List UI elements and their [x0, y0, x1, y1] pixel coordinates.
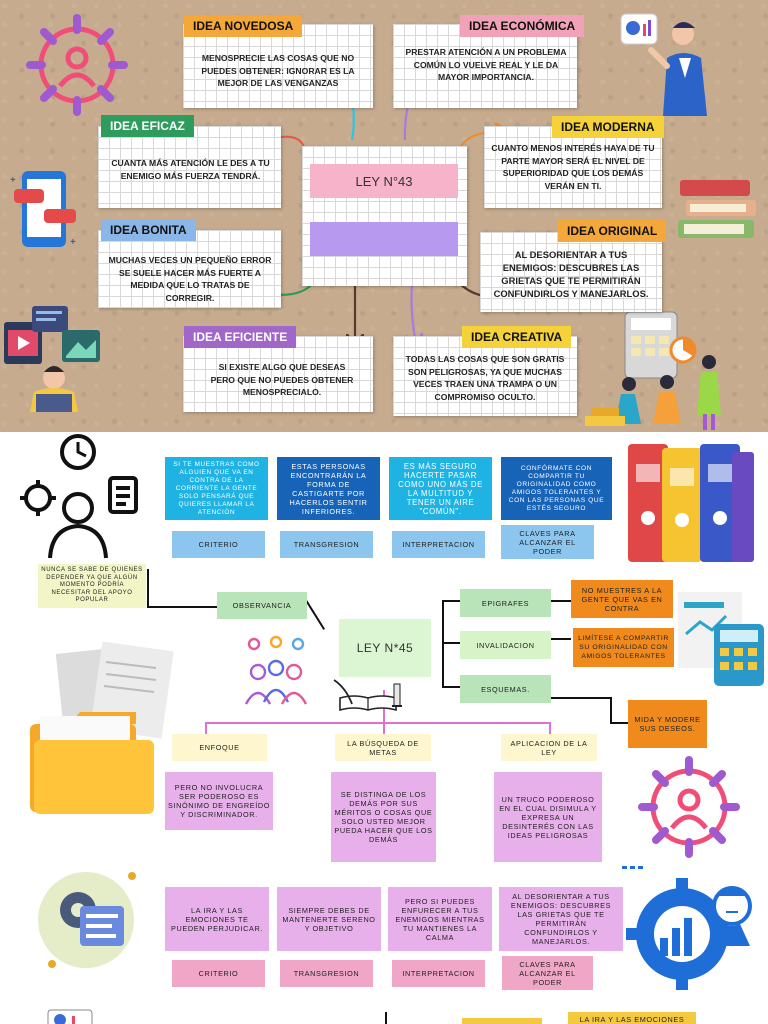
ley43-arrows	[0, 0, 768, 432]
gear-checklist-icon	[38, 872, 136, 968]
video-monitor-icon	[4, 306, 100, 412]
ley45-epigrafes-text: NO MUESTRES A LA GENTE QUE VAS EN CONTRA	[571, 580, 673, 618]
ley45-label-criterio: CRITERIO	[172, 531, 265, 558]
tag-moderna: IDEA MODERNA	[552, 116, 664, 138]
bottom-box-2: SIEMPRE DEBES DE MANTENERTE SERENO Y OBJ…	[277, 887, 381, 951]
ley43-mindmap: + +	[0, 0, 768, 432]
tag-eficaz: IDEA EFICAZ	[101, 115, 194, 137]
ley45-esquemas: ESQUEMAS.	[460, 675, 551, 703]
ley45-invalidacion: INVALIDACION	[460, 631, 551, 659]
binders-icon	[628, 444, 754, 562]
ley45-center-title: LEY N*45	[339, 619, 431, 677]
text-bonita: MUCHAS VECES UN PEQUEÑO ERROR SE SUELE H…	[108, 255, 272, 303]
text-eficaz: CUANTA MÁS ATENCIÓN LE DES A TU ENEMIGO …	[111, 158, 270, 181]
gear-team-icon	[20, 434, 138, 559]
connector	[205, 722, 550, 724]
ley45-label-claves: CLAVES PARA ALCANZAR EL PODER	[501, 525, 594, 559]
bottom-box-3: PERO SI PUEDES ENFURECER A TUS ENEMIGOS …	[388, 887, 492, 951]
card-creativa	[393, 336, 577, 416]
ley45-busqueda-text: SE DISTINGA DE LOS DEMÁS POR SUS MÉRITOS…	[331, 772, 436, 862]
card-moderna	[484, 126, 662, 208]
connector	[551, 697, 611, 699]
tag-original: IDEA ORIGINAL	[558, 220, 667, 242]
connector	[147, 569, 149, 607]
folder-icon	[30, 712, 154, 814]
tag-creativa: IDEA CREATIVA	[462, 326, 572, 348]
books-stack-icon	[678, 180, 756, 238]
calculator-icon	[678, 592, 764, 686]
ley45-epigrafes: EPIGRAFES	[460, 589, 551, 617]
bottom-cut-box-left	[462, 1018, 542, 1024]
tag-novedosa: IDEA NOVEDOSA	[184, 15, 303, 37]
gear-user-icon	[638, 756, 740, 858]
chart-card-icon	[47, 1009, 93, 1024]
ley45-note: NUNCA SE SABE DE QUIENES DEPENDER YA QUE…	[38, 564, 146, 608]
connector	[147, 606, 217, 608]
ley45-enfoque: ENFOQUE	[172, 734, 267, 761]
connector	[551, 600, 571, 602]
ley45-mindmap: SI TE MUESTRAS COMO ALGUIEN QUE VA EN CO…	[0, 432, 768, 1024]
ley45-label-interpretacion: INTERPRETACION	[392, 531, 485, 558]
card-eficaz	[98, 126, 281, 208]
text-eficiente: SI EXISTE ALGO QUE DESEAS PERO QUE NO PU…	[210, 362, 354, 397]
ley45-busqueda: LA BÚSQUEDA DE METAS	[335, 734, 431, 761]
connector	[383, 690, 385, 734]
connector	[442, 686, 460, 688]
card-eficiente	[183, 336, 373, 412]
smartphone-chat-icon: + +	[10, 171, 76, 248]
connector	[610, 697, 612, 723]
ley45-esquemas-text: MIDA Y MODERE SUS DESEOS.	[628, 700, 707, 748]
bottom-cut-box: LA IRA Y LAS EMOCIONES	[568, 1012, 696, 1024]
bottom-label-criterio: CRITERIO	[172, 960, 265, 987]
ley45-top-box-4: CONFÓRMATE CON COMPARTIR TU ORIGINALIDAD…	[501, 457, 612, 520]
ley43-center-blank	[310, 222, 458, 256]
bottom-box-1: LA IRA Y LAS EMOCIONES TE PUEDEN PERJUDI…	[165, 887, 269, 951]
ley43-center-title: LEY N°43	[310, 164, 458, 198]
ley45-observancia: OBSERVANCIA	[217, 592, 307, 619]
ley45-top-box-3: ES MÁS SEGURO HACERTE PASAR COMO UNO MÁS…	[389, 457, 492, 520]
calculator-team-icon	[585, 311, 721, 430]
ley45-invalidacion-text: LIMÍTESE A COMPARTIR SU ORIGINALIDAD CON…	[573, 628, 674, 667]
text-original: AL DESORIENTAR A TUS ENEMIGOS: DESCUBRES…	[493, 249, 649, 299]
connector	[385, 1012, 387, 1024]
ley45-aplicacion-text: UN TRUCO PODEROSO EN EL CUAL DISIMULA Y …	[494, 772, 602, 862]
connector	[305, 600, 326, 630]
bottom-label-claves: CLAVES PARA ALCANZAR EL PODER	[502, 956, 593, 990]
bottom-box-4: AL DESORIENTAR A TUS ENEMIGOS: DESCUBRES…	[499, 887, 623, 951]
tag-bonita: IDEA BONITA	[101, 219, 196, 241]
svg-text:+: +	[10, 175, 16, 186]
ley45-enfoque-text: PERO NO INVOLUCRA SER PODEROSO ES SINÓNI…	[165, 772, 273, 830]
connector	[551, 638, 571, 640]
businessman-icon	[620, 13, 707, 116]
svg-text:+: +	[70, 237, 76, 248]
connector	[442, 600, 460, 602]
bottom-label-transgresion: TRANSGRESION	[280, 960, 373, 987]
card-economica	[393, 24, 577, 108]
gear-user-icon	[26, 14, 128, 116]
text-economica: PRESTAR ATENCIÓN A UN PROBLEMA COMÚN LO …	[405, 47, 567, 82]
tag-economica: IDEA ECONÓMICA	[460, 15, 585, 37]
connector	[549, 722, 551, 734]
tag-eficiente: IDEA EFICIENTE	[184, 326, 297, 348]
ley45-top-box-1: SI TE MUESTRAS COMO ALGUIEN QUE VA EN CO…	[165, 457, 268, 520]
bottom-label-interpretacion: INTERPRETACION	[392, 960, 485, 987]
people-ideas-icon	[244, 635, 308, 705]
ley45-label-transgresion: TRANSGRESION	[280, 531, 373, 558]
card-bonita	[98, 230, 281, 308]
connector	[442, 642, 460, 644]
connector	[610, 722, 628, 724]
card-novedosa	[183, 24, 373, 108]
connector	[205, 722, 207, 734]
ley45-aplicacion: APLICACION DE LA LEY	[501, 734, 597, 761]
text-creativa: TODAS LAS COSAS QUE SON GRATIS SON PELIG…	[405, 354, 565, 402]
text-moderna: CUANTO MENOS INTERÉS HAYA DE TU PARTE MA…	[491, 143, 655, 191]
text-novedosa: MENOSPRECIE LAS COSAS QUE NO PUEDES OBTE…	[201, 53, 355, 88]
gear-chart-icon	[622, 866, 752, 990]
card-original	[480, 232, 662, 312]
ley45-top-box-2: ESTAS PERSONAS ENCONTRARÁN LA FORMA DE C…	[277, 457, 380, 520]
quill-book-icon	[333, 679, 402, 712]
